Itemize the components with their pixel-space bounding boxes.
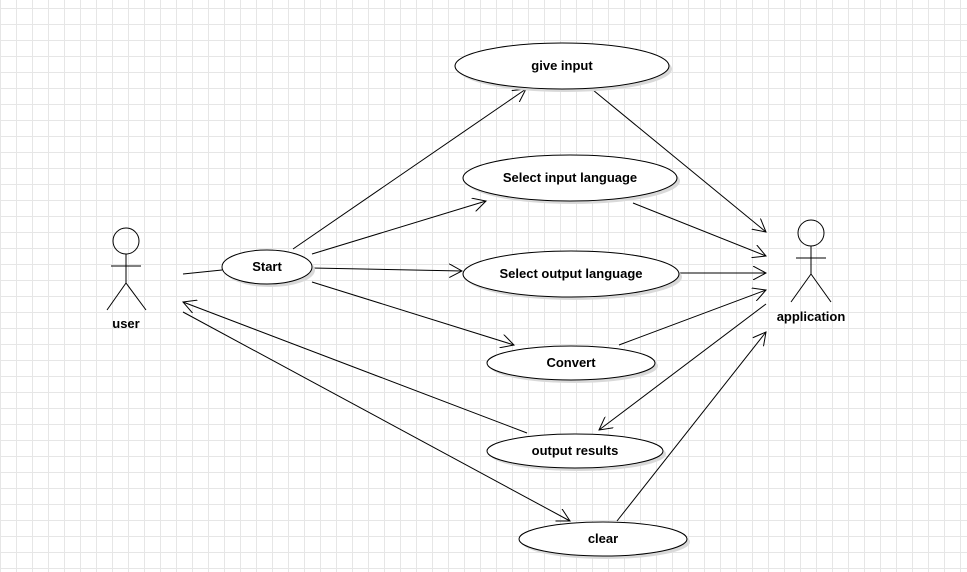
use-case-give-input-ellipse [454,42,670,90]
actor-user-label: user [112,316,139,331]
use-case-clear-ellipse [518,521,688,557]
edge-application-output-results [599,303,767,430]
edge-user-start [182,269,223,275]
edge-start-give-input [292,89,526,250]
use-case-clear[interactable]: clear [518,521,690,559]
actor-application-label: application [777,309,846,324]
edges [183,89,766,521]
actor-application[interactable]: application [777,219,846,324]
edge-start-select-output-language [311,268,462,271]
edge-start-select-input-language [311,201,486,255]
use-case-start[interactable]: Start [221,249,315,287]
actor-application-leg-left [790,273,812,303]
actor-application-head [797,219,825,247]
use-case-select-output-language[interactable]: Select output language [462,250,682,300]
edge-give-input-application [592,89,766,232]
use-case-give-input-label: give input [531,58,593,73]
edge-clear-application [616,332,766,522]
edge-output-results-user [183,302,528,434]
use-case-convert-label: Convert [546,355,596,370]
use-case-convert[interactable]: Convert [486,345,658,383]
use-case-select-output-language-ellipse [462,250,680,298]
use-case-output-results-ellipse [486,433,664,469]
actor-user-leg-right [125,282,147,311]
use-case-output-results[interactable]: output results [486,433,666,471]
use-case-select-input-language[interactable]: Select input language [462,154,680,204]
actor-user-leg-left [106,282,127,311]
actor-user-head [112,227,140,255]
edge-select-input-language-application [632,202,766,256]
use-case-select-input-language-label: Select input language [503,170,637,185]
use-case-select-output-language-label: Select output language [499,266,642,281]
use-case-output-results-label: output results [532,443,619,458]
actor-application-leg-right [810,273,832,303]
edge-user-clear [182,311,570,521]
use-case-convert-ellipse [486,345,656,381]
use-case-select-input-language-ellipse [462,154,678,202]
edge-convert-application [618,290,766,346]
use-case-give-input[interactable]: give input [454,42,672,92]
actor-user[interactable]: user [106,227,147,331]
use-case-start-label: Start [252,259,282,274]
use-case-start-ellipse [221,249,313,285]
edge-start-convert [311,281,514,345]
use-case-clear-label: clear [588,531,618,546]
